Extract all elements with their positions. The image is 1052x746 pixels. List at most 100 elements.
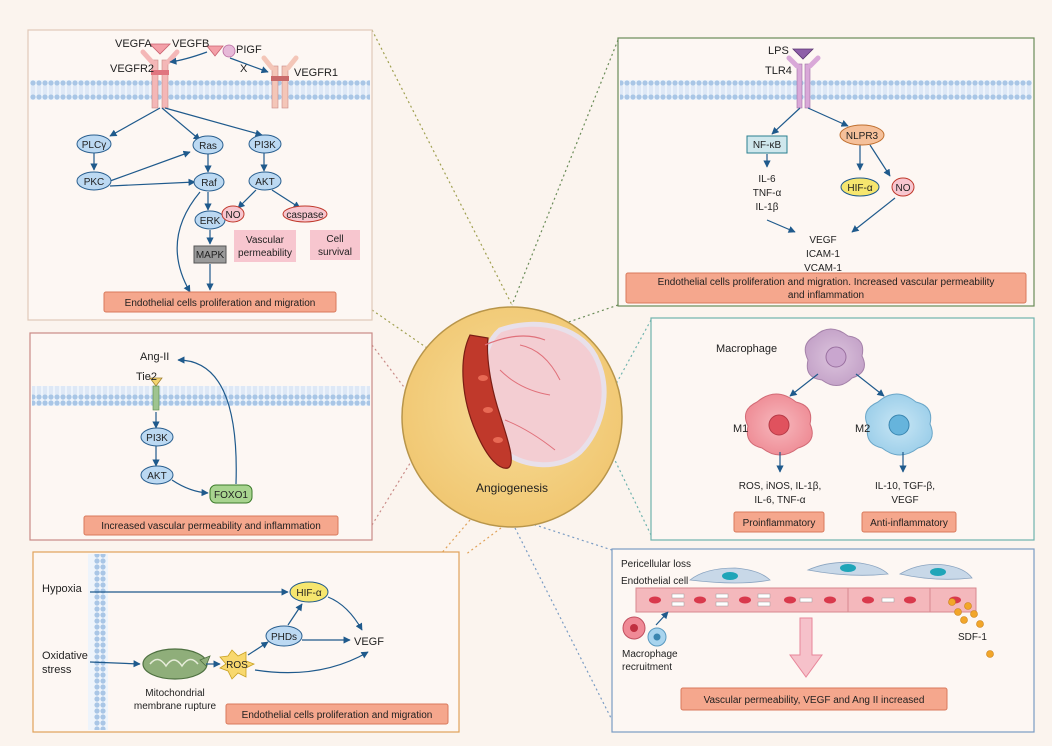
lps-outcome-box [625,272,1027,304]
oxidative-stress-label: Oxidative [42,650,88,662]
cell-membrane [30,80,370,100]
svg-text:PHDs: PHDs [271,632,297,643]
macrophage-recruitment-label: recruitment [622,662,672,673]
svg-text:NO: NO [896,183,911,194]
m2-factors: VEGF [891,495,918,506]
increase-arrow [789,617,823,678]
macrophage-cell [804,328,865,386]
svg-text:survival: survival [318,247,352,258]
akt-node [140,465,174,485]
tie2-outcome-box [83,515,339,536]
cell-membrane [32,386,370,406]
svg-text:PKC: PKC [84,177,105,188]
mito-label: membrane rupture [134,701,217,712]
svg-text:NLPR3: NLPR3 [846,131,879,142]
m1-factors: ROS, iNOS, IL-1β, [739,481,821,492]
svg-text:FOXO1: FOXO1 [214,490,248,501]
hif-node [289,581,329,603]
cytokine-label: IL-6 [758,174,776,185]
center-label: Angiogenesis [476,481,548,495]
vegfr1-label: VEGFR1 [294,67,338,79]
angiogenesis-hub: Angiogenesis [401,306,623,528]
cell-membrane [88,554,108,730]
m2-cell [865,393,933,456]
svg-text:Anti-inflammatory: Anti-inflammatory [870,518,948,529]
svg-text:Endothelial cells proliferatio: Endothelial cells proliferation and migr… [125,298,316,309]
blocked-mark: X [240,63,248,75]
vegf-outcome-box [103,291,337,313]
ang-ii-ligand [149,377,163,387]
svg-text:Ras: Ras [199,141,217,152]
svg-text:permeability: permeability [238,248,292,259]
pi3k-node [140,427,174,447]
pigf-label: PIGF [236,44,262,56]
vessel-outcome-box [680,687,948,711]
svg-text:NO: NO [226,210,241,221]
vegf-signaling-panel: VEGFA VEGFB PIGF VEGFR2 VEGFR1 X PLCγ [27,29,373,321]
hypoxia-label: Hypoxia [42,583,83,595]
tie2-label: Tie2 [136,371,157,383]
svg-text:AKT: AKT [255,177,274,188]
target-label: VCAM-1 [804,263,842,274]
svg-text:PI3K: PI3K [254,140,276,151]
vegfb-label: VEGFB [172,38,209,50]
mapk-node [193,245,227,264]
m1-factors: IL-6, TNF-α [754,495,805,506]
svg-text:MAPK: MAPK [196,250,225,261]
blood-vessel [462,334,546,469]
no-node [221,205,245,223]
cell-membrane [620,80,1032,100]
raf-node [193,172,225,192]
svg-text:Proinflammatory: Proinflammatory [743,518,816,529]
svg-text:PI3K: PI3K [146,433,168,444]
svg-text:ERK: ERK [200,216,221,227]
vegf-label: VEGF [354,636,384,648]
recruitment-arrow [655,611,669,626]
svg-text:AKT: AKT [147,471,166,482]
recruited-macrophages [622,616,667,647]
phds-node [265,625,303,647]
akt-node [248,171,282,191]
svg-text:Cell: Cell [326,234,343,245]
svg-text:Vascular: Vascular [246,235,285,246]
plcy-node [76,134,112,154]
svg-text:Vascular permeability, VEGF an: Vascular permeability, VEGF and Ang II i… [704,695,925,706]
svg-text:HIF-α: HIF-α [847,183,872,194]
cytokine-label: IL-1β [756,202,779,213]
tie2-signaling-panel: Ang-II Tie2 PI3K AKT FOXO1 Increased vas… [29,332,373,541]
pericytes [689,561,973,584]
hypoxia-outcome-box [225,703,449,725]
m2-factors: IL-10, TGF-β, [875,481,935,492]
sdf-1-particles [948,598,994,658]
anti-inflammatory-box [861,511,957,533]
tlr4-label: TLR4 [765,65,792,77]
svg-text:caspase: caspase [286,210,324,221]
pigf-ligand [222,44,236,58]
sdf-1-label: SDF-1 [958,632,987,643]
vessel-panel: Pericellular loss Endothelial cell [611,548,1035,733]
hypoxia-panel: Hypoxia Oxidative stress Mitochondrial m… [32,551,460,733]
lps-signaling-panel: LPS TLR4 NF-κB NLPR3 HIF-α NO IL-6 TNF-α… [617,37,1035,307]
lps-arrows [763,107,896,233]
m1-cell [745,393,813,456]
svg-text:ROS: ROS [226,660,248,671]
ros-node [219,649,255,680]
endothelial-cell-label: Endothelial cell [621,576,688,587]
vegfb-ligand [206,45,224,57]
svg-text:Increased vascular permeabilit: Increased vascular permeability and infl… [101,521,321,532]
proinflammatory-box [733,511,825,533]
macrophage-label: Macrophage [716,343,777,355]
ang-ii-label: Ang-II [140,351,169,363]
m2-label: M2 [855,423,870,435]
svg-text:Endothelial cells proliferatio: Endothelial cells proliferation and migr… [242,710,433,721]
ras-node [192,135,224,155]
cytokine-label: TNF-α [753,188,782,199]
hypoxia-arrows [89,588,369,674]
svg-text:Endothelial cells proliferatio: Endothelial cells proliferation and migr… [658,277,995,288]
pkc-node [76,171,112,191]
tie2-receptor [152,385,160,411]
no-node [891,177,915,197]
svg-text:HIF-α: HIF-α [296,588,321,599]
vascular-permeability-box [234,230,296,262]
